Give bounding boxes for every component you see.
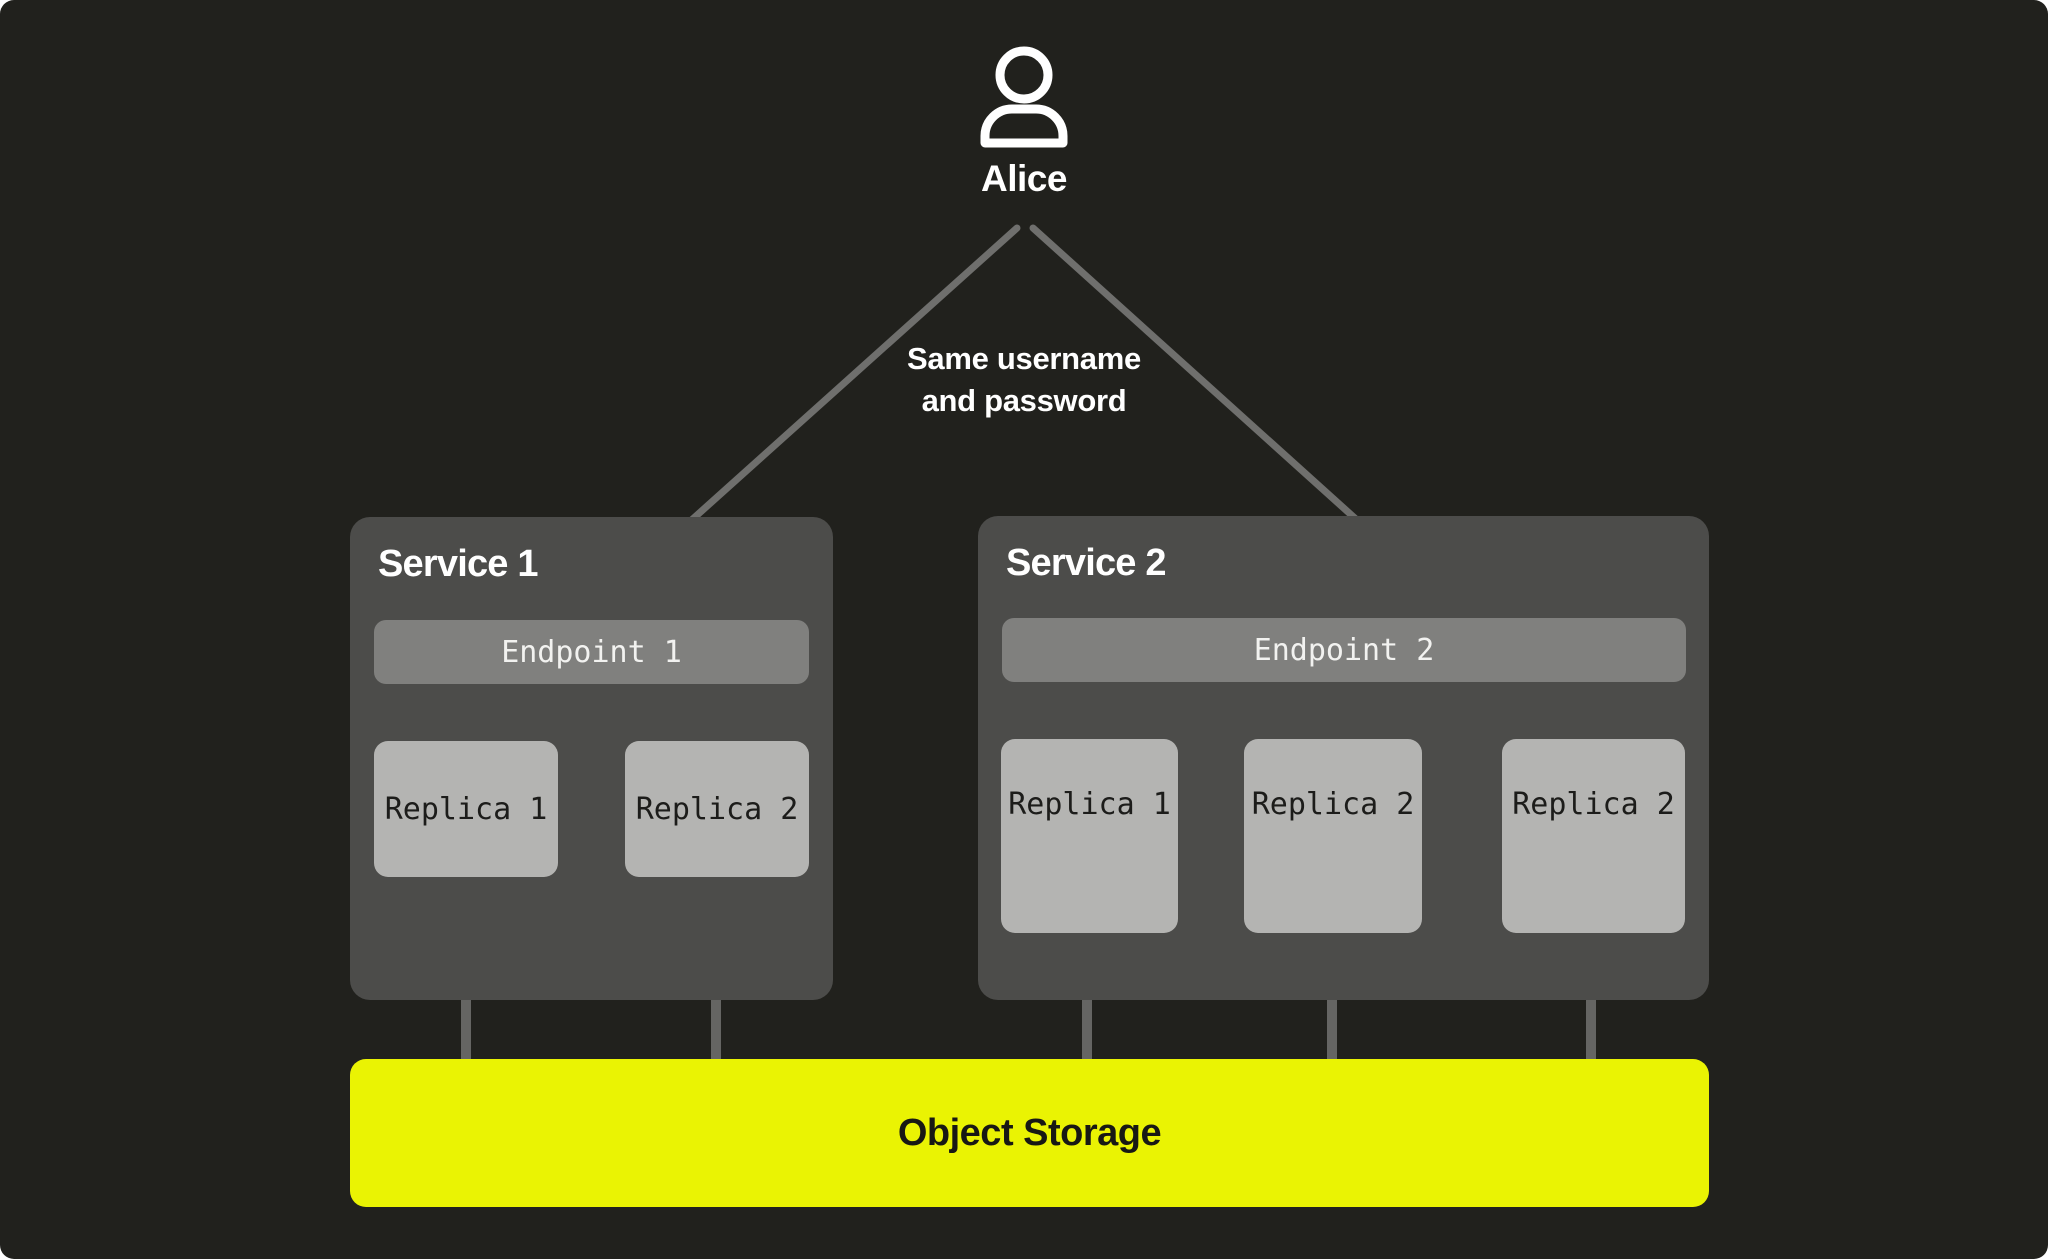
annotation-text: Same username and password [824, 338, 1224, 422]
service-2-replica-1: Replica 1 [1001, 739, 1178, 933]
user-name-label: Alice [981, 158, 1067, 199]
annotation-line-2: and password [921, 383, 1127, 418]
service-2-endpoint: Endpoint 2 [1002, 618, 1686, 682]
annotation-line-1: Same username [907, 341, 1141, 376]
service-1-replica-2: Replica 2 [625, 741, 809, 877]
service-1-title: Service 1 [378, 543, 539, 585]
service-1-endpoint: Endpoint 1 [374, 620, 809, 684]
service-2-title: Service 2 [1006, 542, 1167, 584]
service-2-replica-3: Replica 2 [1502, 739, 1685, 933]
service-2-replica-2: Replica 2 [1244, 739, 1422, 933]
service-1-replica-1: Replica 1 [374, 741, 558, 877]
object-storage-bar: Object Storage [350, 1059, 1709, 1207]
person-icon [980, 46, 1068, 148]
